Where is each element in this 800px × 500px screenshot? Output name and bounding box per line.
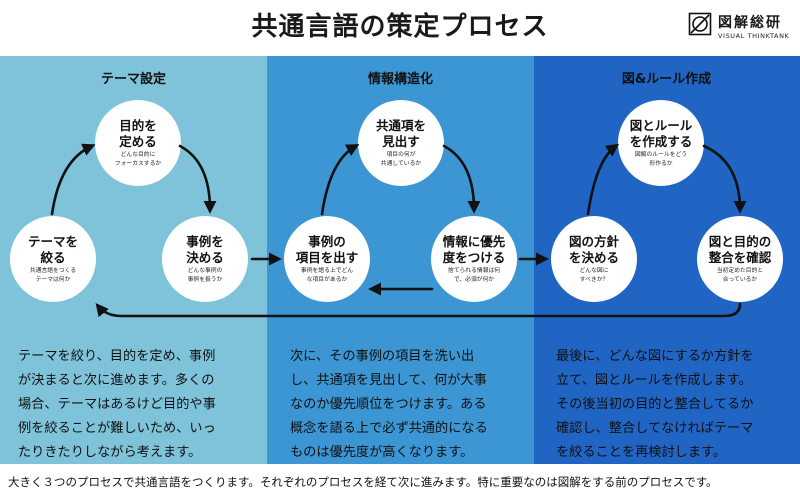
page-title: 共通言語の策定プロセス bbox=[251, 12, 549, 42]
step-title: 情報に優先 度をつける bbox=[442, 233, 506, 265]
step-define-purpose: 目的を 定める どんな目的に フォーカスするか bbox=[95, 100, 181, 186]
step-title: 目的を 定める bbox=[119, 117, 157, 149]
panel-description-info-structuring: 次に、その事例の項目を洗い出 し、共通項を見出して、何が大事 なのか優先順位をつ… bbox=[290, 349, 488, 460]
panel-title-diagram-rules: 図&ルール作成 bbox=[621, 72, 712, 87]
step-title: 図と目的の 整合を確認 bbox=[708, 233, 772, 265]
logo: 図解総研 VISUAL THINKTANK bbox=[688, 10, 796, 44]
logo-icon bbox=[688, 12, 712, 36]
step-subtitle: 事例を語る上でどん な項目があるか bbox=[300, 268, 354, 283]
step-subtitle: 当初定めた目的と 合っているか bbox=[716, 268, 764, 283]
logo-text: 図解総研 bbox=[718, 15, 782, 31]
step-title: 事例の 項目を出す bbox=[295, 233, 359, 265]
panel-description-theme-setting: テーマを絞り、目的を定め、事例 が決まると次に進めます。多くの 場合、テーマはあ… bbox=[18, 349, 216, 460]
step-subtitle: 共通言語をつくる テーマは何か bbox=[29, 268, 77, 283]
step-subtitle: どんな図に すべきか？ bbox=[579, 268, 609, 283]
step-title: 共通項を 見出す bbox=[375, 117, 426, 149]
step-decide-cases: 事例を 決める どんな事例の 事例を扱うか bbox=[162, 216, 248, 302]
step-subtitle: どんな事例の 事例を扱うか bbox=[187, 268, 223, 283]
step-check-alignment: 図と目的の 整合を確認 当初定めた目的と 合っているか bbox=[697, 216, 783, 302]
panel-title-info-structuring: 情報構造化 bbox=[367, 72, 433, 87]
step-list-case-items: 事例の 項目を出す 事例を語る上でどん な項目があるか bbox=[284, 216, 370, 302]
footer-note: 大きく３つのプロセスで共通言語をつくります。それぞれのプロセスを経て次に進みます… bbox=[8, 475, 718, 489]
step-title: テーマを 絞る bbox=[27, 233, 78, 265]
step-decide-diagram-policy: 図の方針 を決める どんな図に すべきか？ bbox=[551, 216, 637, 302]
logo-subtext: VISUAL THINKTANK bbox=[718, 32, 790, 40]
step-subtitle: 図解のルールをどう 形作るか bbox=[634, 152, 688, 167]
step-subtitle: 項目の何が 共通しているか bbox=[380, 152, 422, 167]
step-title: 事例を 決める bbox=[186, 233, 224, 265]
panel-title-theme-setting: テーマ設定 bbox=[100, 72, 166, 87]
step-prioritize-info: 情報に優先 度をつける 捨てられる情報は何 で、必須が何か bbox=[431, 216, 517, 302]
step-subtitle: どんな目的に フォーカスするか bbox=[114, 152, 162, 167]
step-title: 図とルール を作成する bbox=[629, 117, 693, 149]
step-narrow-theme: テーマを 絞る 共通言語をつくる テーマは何か bbox=[10, 216, 96, 302]
step-create-diagram-rules: 図とルール を作成する 図解のルールをどう 形作るか bbox=[618, 100, 704, 186]
panel-description-diagram-rules: 最後に、どんな図にするか方針を 立て、図とルールを作成します。 その後当初の目的… bbox=[556, 349, 754, 460]
step-title: 図の方針 を決める bbox=[568, 233, 619, 265]
step-find-common-items: 共通項を 見出す 項目の何が 共通しているか bbox=[358, 100, 444, 186]
step-subtitle: 捨てられる情報は何 で、必須が何か bbox=[447, 268, 501, 283]
